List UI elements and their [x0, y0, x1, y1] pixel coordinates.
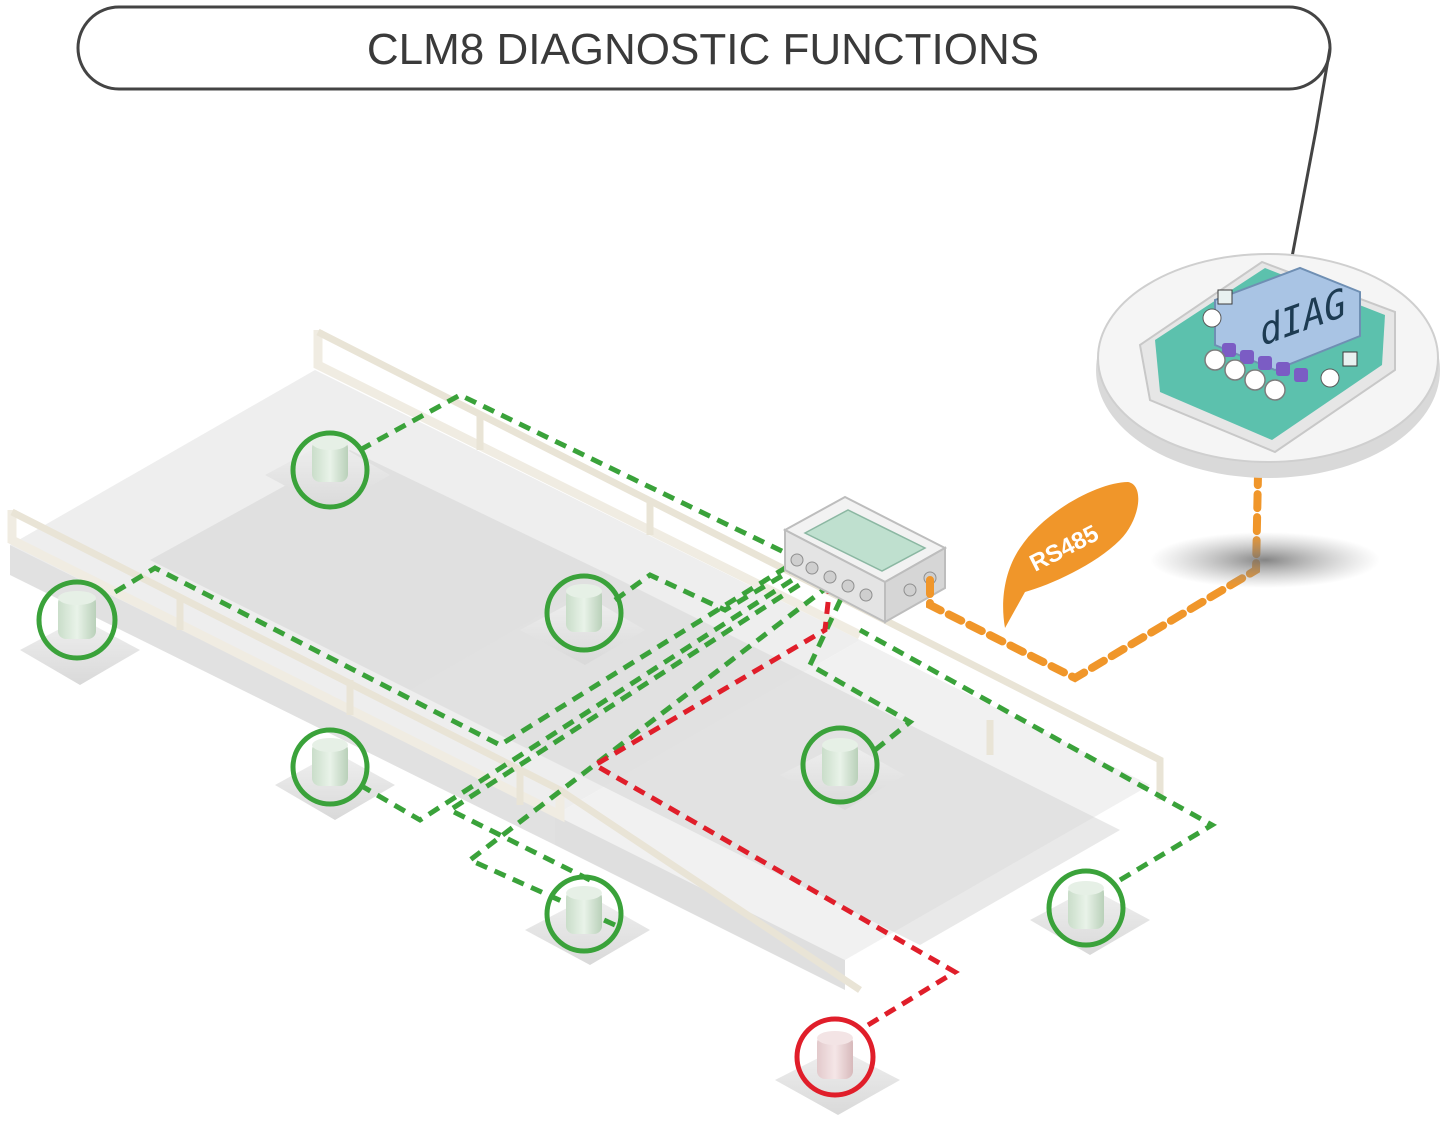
rs485-callout: RS485 — [1003, 482, 1139, 628]
load-cell-2 — [36, 579, 118, 661]
terminal-key-2[interactable] — [1224, 359, 1246, 381]
title-leader-line — [1280, 47, 1332, 311]
page-title: CLM8 DIAGNOSTIC FUNCTIONS — [367, 25, 1039, 74]
terminal-key-3[interactable] — [1244, 369, 1266, 391]
title-banner: CLM8 DIAGNOSTIC FUNCTIONS — [76, 5, 1332, 311]
load-cell-6 — [544, 874, 624, 954]
indicator-terminal: dIAG — [1096, 253, 1440, 478]
fault-cable — [590, 584, 960, 1028]
lcd-screen — [1214, 266, 1361, 372]
terminal-shadow — [1150, 532, 1380, 588]
junction-box — [782, 495, 948, 624]
load-cell-5 — [800, 725, 880, 805]
load-cell-1 — [290, 430, 370, 510]
load-cell-7 — [1046, 868, 1126, 948]
load-cell-4 — [290, 727, 370, 807]
terminal-key-4[interactable] — [1264, 379, 1286, 401]
load-cell-9 — [794, 1016, 876, 1098]
terminal-key-1[interactable] — [1204, 349, 1226, 371]
load-cell-3 — [544, 573, 624, 653]
